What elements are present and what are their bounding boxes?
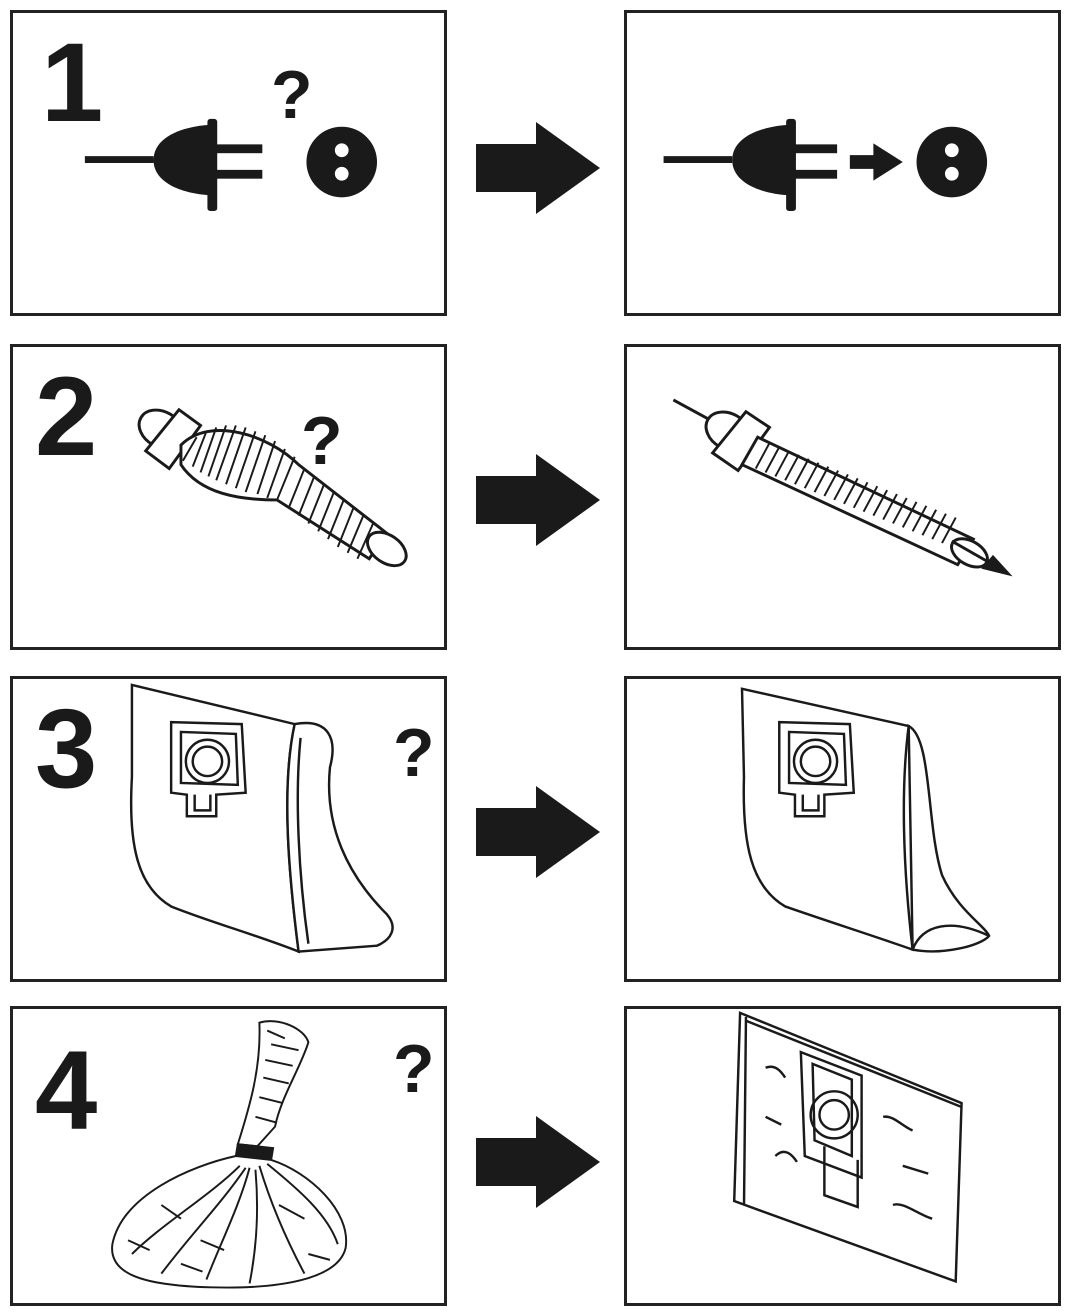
new-dust-bag-illustration	[732, 1011, 963, 1284]
wall-socket-icon	[306, 126, 378, 198]
step-2-question-mark: ?	[301, 403, 343, 479]
full-dust-bag-illustration	[129, 683, 394, 954]
step-2-number: 2	[35, 354, 97, 479]
step-1-solution-panel	[624, 10, 1061, 316]
step-3-solution-panel	[624, 676, 1061, 982]
blocked-hose-illustration	[137, 407, 408, 568]
arrow-right-icon	[476, 122, 600, 214]
cleared-hose-illustration	[672, 398, 1013, 577]
step-1-number: 1	[41, 20, 103, 145]
step-4-number: 4	[35, 1028, 97, 1153]
vacuum-hose-icon	[137, 407, 408, 568]
step-1-problem-panel: 1 ?	[10, 10, 447, 316]
arrow-right-icon	[476, 1116, 600, 1208]
step-1-question-mark: ?	[271, 57, 313, 133]
dust-bag-icon	[129, 683, 394, 954]
step-2-problem-panel: 2 ?	[10, 344, 447, 650]
tied-bag-illustration	[111, 1020, 348, 1289]
power-plug-icon	[84, 118, 263, 212]
arrow-right-icon	[476, 454, 600, 546]
insert-arrow-icon	[849, 143, 903, 181]
step-3-question-mark: ?	[393, 715, 435, 791]
unplugged-illustration	[84, 118, 378, 212]
arrow-right-icon	[476, 786, 600, 878]
vacuum-hose-icon	[704, 409, 989, 569]
tied-bag-icon	[111, 1020, 348, 1289]
dust-bag-icon	[732, 1011, 963, 1284]
dust-bag-icon	[740, 687, 991, 953]
step-2-solution-panel	[624, 344, 1061, 650]
step-3-number: 3	[35, 686, 97, 811]
wall-socket-icon	[916, 126, 988, 198]
step-4-question-mark: ?	[393, 1031, 435, 1107]
step-4-solution-panel	[624, 1006, 1061, 1306]
open-dust-bag-illustration	[740, 687, 991, 953]
step-3-problem-panel: 3 ?	[10, 676, 447, 982]
step-4-problem-panel: 4 ?	[10, 1006, 447, 1306]
power-plug-icon	[663, 118, 838, 212]
plug-in-illustration	[663, 118, 988, 212]
